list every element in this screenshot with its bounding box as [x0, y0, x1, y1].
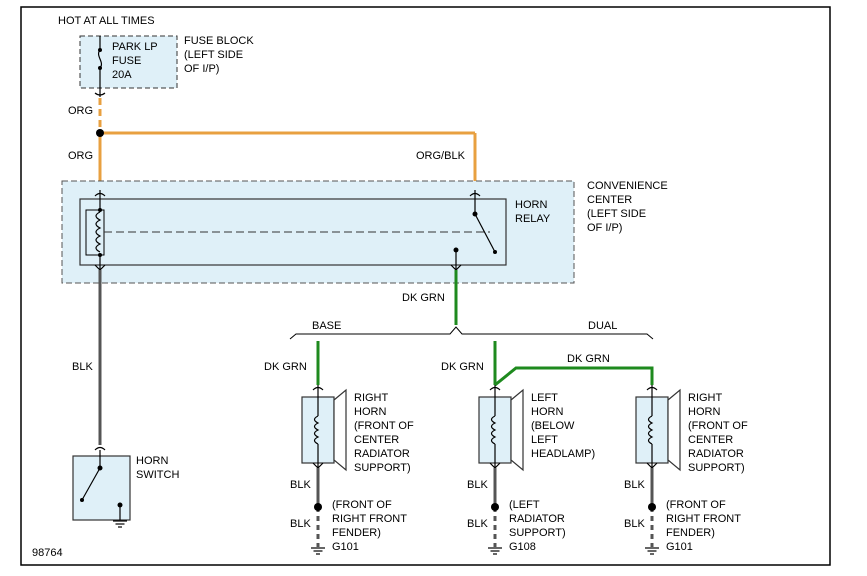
relay-switch-arm	[474, 213, 496, 253]
fuse-block-location-2: OF I/P)	[184, 63, 219, 75]
horn-location-1: (BELOW	[531, 420, 575, 432]
horn-dual-left: LEFT HORN (BELOW LEFT HEADLAMP) BLK BLK …	[467, 385, 595, 555]
horn-coil-icon	[313, 415, 320, 445]
fuse-name-2: FUSE	[112, 55, 141, 67]
option-bracket	[289, 326, 654, 340]
ground-location-3: SUPPORT)	[509, 527, 566, 539]
fuse-block: PARK LP FUSE 20A FUSE BLOCK (LEFT SIDE O…	[79, 35, 254, 89]
horn-relay-label-1: HORN	[515, 199, 547, 211]
option-dual-label: DUAL	[588, 320, 617, 332]
horn-switch-box	[72, 455, 131, 521]
ground-location-3: FENDER)	[666, 527, 715, 539]
horn-location-2: CENTER	[354, 434, 399, 446]
dk-grn-dual-wire	[494, 366, 654, 387]
hot-at-all-times-label: HOT AT ALL TIMES	[58, 15, 155, 27]
horn-ground-icon	[488, 547, 502, 555]
org-splice	[96, 129, 104, 137]
wire-label-blk: BLK	[467, 479, 488, 491]
switch-ground-icon	[113, 520, 127, 528]
horn-bell-icon	[333, 388, 347, 472]
horn-location-4: SUPPORT)	[688, 462, 745, 474]
wire-label-blk: BLK	[467, 518, 488, 530]
ground-location-2: RIGHT FRONT	[332, 513, 407, 525]
wire-label-dk-grn-center: DK GRN	[402, 292, 445, 304]
fuse-terminal-bottom	[98, 66, 102, 70]
ground-location-2: RADIATOR	[509, 513, 565, 525]
diagram-frame	[20, 6, 831, 566]
horn-relay-label-2: RELAY	[515, 213, 551, 225]
ground-location-2: RIGHT FRONT	[666, 513, 741, 525]
horn-switch-label-1: HORN	[136, 455, 168, 467]
convenience-center-label-3: (LEFT SIDE	[587, 208, 646, 220]
horn-name-2: HORN	[688, 406, 720, 418]
ground-location-1: (FRONT OF	[666, 499, 726, 511]
wire-label-org-mid: ORG	[68, 150, 93, 162]
horn-location-2: CENTER	[688, 434, 733, 446]
horn-switch-label-2: SWITCH	[136, 469, 179, 481]
horn-location-4: SUPPORT)	[354, 462, 411, 474]
horn-coil-icon	[490, 415, 497, 445]
horn-name-2: HORN	[354, 406, 386, 418]
relay-coil-winding-icon	[95, 211, 102, 253]
fuse-terminal-top	[98, 48, 102, 52]
fuse-rating: 20A	[112, 69, 132, 81]
horn-name-1: RIGHT	[688, 392, 723, 404]
horn-ground-icon	[645, 547, 659, 555]
fuse-block-location-1: (LEFT SIDE	[184, 49, 243, 61]
horn-switch-arm	[81, 467, 101, 501]
wire-label-org-blk: ORG/BLK	[416, 150, 466, 162]
horn-base-right: RIGHT HORN (FRONT OF CENTER RADIATOR SUP…	[290, 385, 414, 555]
horn-name-1: RIGHT	[354, 392, 389, 404]
horn-location-3: RADIATOR	[354, 448, 410, 460]
ground-location-1: (FRONT OF	[332, 499, 392, 511]
wire-label-dk-grn-dual: DK GRN	[567, 353, 610, 365]
horn-dual-right: RIGHT HORN (FRONT OF CENTER RADIATOR SUP…	[624, 385, 748, 555]
wire-label-org-top: ORG	[68, 105, 93, 117]
wire-label-blk: BLK	[290, 479, 311, 491]
convenience-center: HORN RELAY	[61, 180, 575, 284]
horn-ground-icon	[311, 547, 325, 555]
wire-label-dk-grn-base: DK GRN	[264, 361, 307, 373]
convenience-center-label-4: OF I/P)	[587, 222, 622, 234]
ground-id: G101	[666, 541, 693, 553]
wire-label-blk: BLK	[290, 518, 311, 530]
horn-bell-icon	[510, 388, 524, 472]
horn-location-1: (FRONT OF	[688, 420, 748, 432]
horn-name-1: LEFT	[531, 392, 558, 404]
ground-id: G108	[509, 541, 536, 553]
horn-switch: HORN SWITCH	[72, 450, 179, 528]
horn-coil-icon	[647, 415, 654, 445]
horn-location-3: HEADLAMP)	[531, 448, 595, 460]
fuse-block-name: FUSE BLOCK	[184, 35, 254, 47]
horn-location-3: RADIATOR	[688, 448, 744, 460]
ground-location-3: FENDER)	[332, 527, 381, 539]
convenience-center-label-1: CONVENIENCE	[587, 180, 668, 192]
horn-relay-box	[79, 198, 507, 266]
horn-bell-icon	[667, 388, 681, 472]
ground-id: G101	[332, 541, 359, 553]
wire-label-dk-grn-left: DK GRN	[441, 361, 484, 373]
wire-label-blk: BLK	[624, 518, 645, 530]
ground-location-1: (LEFT	[509, 499, 540, 511]
switch-connector-icon	[94, 446, 106, 451]
horn-location-2: LEFT	[531, 434, 558, 446]
convenience-center-label-2: CENTER	[587, 194, 632, 206]
diagram-id: 98764	[32, 547, 63, 559]
fuse-name-1: PARK LP	[112, 41, 158, 53]
wire-label-blk: BLK	[624, 479, 645, 491]
horn-location-1: (FRONT OF	[354, 420, 414, 432]
option-base-label: BASE	[312, 320, 341, 332]
fuse-block-box	[79, 35, 178, 89]
horn-name-2: HORN	[531, 406, 563, 418]
wire-label-blk-switch: BLK	[72, 361, 93, 373]
